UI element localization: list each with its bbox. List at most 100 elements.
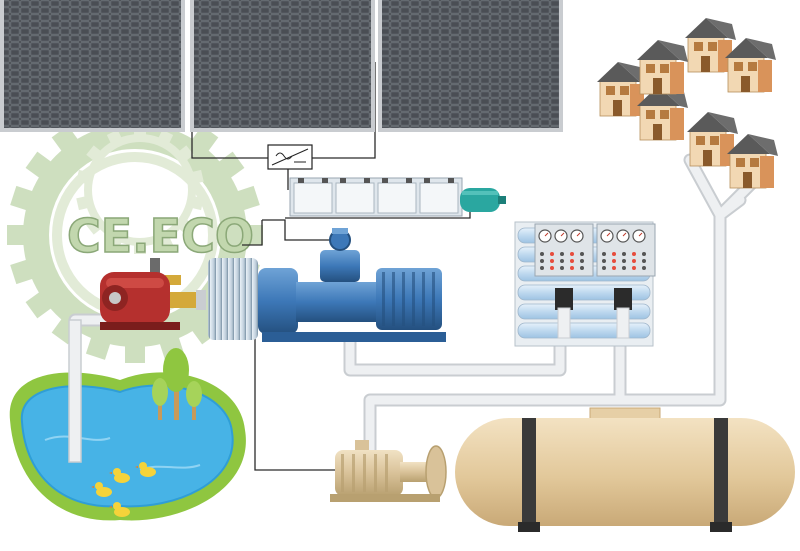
solar-panel-array [0, 0, 563, 132]
tank-band-right [714, 418, 728, 526]
motor-base [262, 332, 446, 342]
membrane-tube [517, 322, 651, 339]
indicator-light [570, 266, 574, 270]
house-door [703, 150, 712, 166]
house-window [660, 110, 669, 119]
motor-rib [341, 454, 344, 492]
battery-terminal [406, 178, 412, 183]
house-side [760, 156, 774, 188]
storage-tank [455, 407, 795, 532]
houses [597, 18, 778, 189]
tree-small-left [152, 378, 168, 420]
house-window [696, 136, 705, 145]
transfer-pump-motor [330, 440, 447, 502]
house-roof-side [706, 18, 736, 40]
red-pump [100, 258, 206, 330]
battery-bank [289, 177, 463, 217]
small-gear-tooth [106, 129, 123, 146]
indicator-light [602, 252, 606, 256]
duck-beak [135, 466, 138, 468]
indicator-light [550, 266, 554, 270]
small-gear-tooth [76, 169, 91, 185]
indicator-light [612, 252, 616, 256]
gauge-needle [560, 232, 565, 237]
house-icon [685, 18, 736, 73]
house-roof-side [708, 112, 738, 134]
indicator-light [550, 252, 554, 256]
indicator-light [602, 259, 606, 263]
coupling-fins [208, 258, 258, 340]
indicator-light [580, 259, 584, 263]
house-roof-side [658, 40, 688, 62]
duck-icon [109, 468, 130, 483]
motor-rib [402, 272, 405, 326]
battery-terminal [298, 178, 304, 183]
motor-rib [382, 272, 385, 326]
ro-filtration-unit [514, 221, 656, 347]
duck-beak [109, 506, 112, 508]
indicator-light [612, 266, 616, 270]
house-roof-side [748, 134, 778, 156]
house-door [741, 76, 750, 92]
small-motor [460, 188, 506, 212]
gauge-needle [576, 232, 581, 237]
small-gear-tooth [86, 217, 104, 235]
motor-rib [412, 272, 415, 326]
house-icon [725, 38, 776, 93]
indicator-light [612, 259, 616, 263]
house-window [748, 62, 757, 71]
house-roof [725, 38, 768, 58]
solar-panel-2 [190, 0, 375, 132]
house-window [646, 64, 655, 73]
motor-rib [352, 454, 355, 492]
water-pipes [68, 153, 767, 477]
house-door [653, 124, 662, 140]
outlet-valve-left [555, 288, 573, 310]
duck-icon [91, 482, 112, 497]
intake-pipe [68, 319, 82, 463]
tank-band-left [522, 418, 536, 526]
house-roof [597, 62, 640, 82]
indicator-light [570, 252, 574, 256]
house-roof [685, 18, 728, 38]
duck-beak [91, 486, 94, 488]
house-roof [727, 134, 770, 154]
house-side [670, 108, 684, 140]
pipe-pump-filter [345, 325, 565, 375]
indicator-light [570, 259, 574, 263]
house-window [646, 110, 655, 119]
house-door [743, 172, 752, 188]
solar-panel-3 [378, 0, 563, 132]
tree-large [163, 348, 189, 420]
outlet-valve-right [614, 288, 632, 310]
battery-terminal [424, 178, 430, 183]
solar-panel-1 [0, 0, 185, 132]
small-gear-tooth [176, 217, 194, 235]
battery-terminal [322, 178, 328, 183]
indicator-light [622, 266, 626, 270]
trees [152, 348, 202, 420]
indicator-light [540, 259, 544, 263]
ac-wave-icon [275, 152, 293, 160]
house-window [606, 86, 615, 95]
small-gear-tooth [106, 234, 123, 251]
house-roof [637, 40, 680, 60]
house-roof-side [746, 38, 776, 60]
small-gear-tooth [157, 129, 174, 146]
duck-icon [135, 462, 156, 477]
pump-housing [258, 268, 298, 334]
indicator-light [642, 259, 646, 263]
gauge-needle [622, 232, 627, 237]
pipe-tank-houses [615, 210, 725, 405]
house-side [758, 60, 772, 92]
indicator-light [540, 266, 544, 270]
motor-rib [363, 454, 366, 492]
duck-icon [109, 502, 130, 517]
house-side [670, 62, 684, 94]
house-icon [637, 86, 688, 141]
house-window [750, 158, 759, 167]
small-gear-icon [76, 126, 204, 254]
house-icon [687, 112, 738, 167]
battery-terminal [364, 178, 370, 183]
